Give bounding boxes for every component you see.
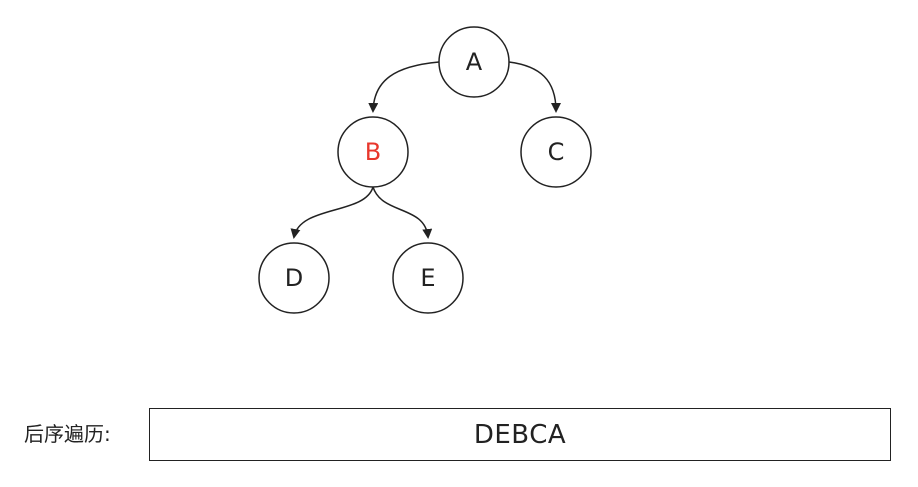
edge-a-to-b bbox=[368, 61, 440, 113]
edges-layer bbox=[290, 61, 561, 239]
tree-node-a: A bbox=[438, 26, 510, 98]
traversal-label: 后序遍历: bbox=[24, 422, 111, 446]
node-label: E bbox=[420, 264, 435, 292]
nodes-layer: A B C D E bbox=[258, 26, 592, 314]
node-label: B bbox=[365, 138, 381, 166]
tree-node-b: B bbox=[337, 116, 409, 188]
edge-b-to-e bbox=[372, 186, 433, 239]
tree-node-e: E bbox=[392, 242, 464, 314]
edge-a-to-c bbox=[508, 61, 561, 113]
tree-node-d: D bbox=[258, 242, 330, 314]
node-label: C bbox=[548, 138, 565, 166]
node-circle bbox=[258, 242, 330, 314]
node-circle bbox=[337, 116, 409, 188]
node-circle bbox=[520, 116, 592, 188]
traversal-result-text: DEBCA bbox=[473, 419, 567, 450]
node-label: A bbox=[466, 48, 483, 76]
edge-b-to-d bbox=[290, 186, 374, 239]
tree-node-c: C bbox=[520, 116, 592, 188]
traversal-result-box: DEBCA bbox=[149, 408, 891, 461]
node-circle bbox=[392, 242, 464, 314]
node-circle bbox=[438, 26, 510, 98]
node-label: D bbox=[285, 264, 303, 292]
